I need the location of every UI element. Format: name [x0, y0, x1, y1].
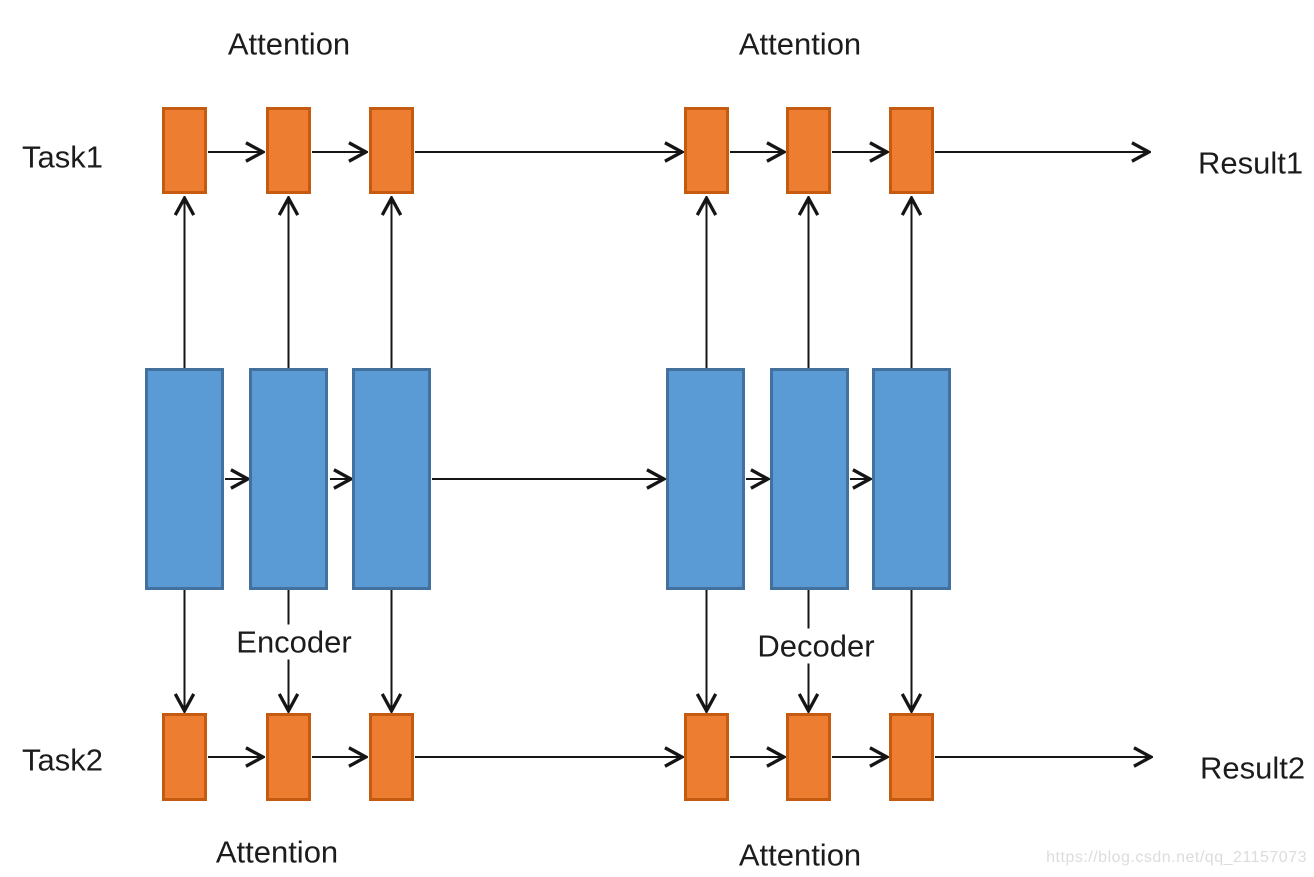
attention-cell-top-2 — [266, 107, 311, 194]
attention-cell-top-3 — [369, 107, 414, 194]
decoder-label: Decoder — [750, 628, 882, 664]
encoder-cell-1 — [145, 368, 224, 590]
task2-label: Task2 — [22, 742, 103, 778]
attention-cell-top-1 — [162, 107, 207, 194]
encoder-label: Encoder — [229, 624, 359, 660]
task1-label: Task1 — [22, 139, 103, 175]
attention-cell-bottom-3 — [369, 713, 414, 801]
attention-label-top-left: Attention — [227, 26, 351, 62]
encoder-cell-3 — [352, 368, 431, 590]
attention-cell-top-4 — [684, 107, 729, 194]
decoder-cell-2 — [770, 368, 849, 590]
result2-label: Result2 — [1200, 750, 1306, 786]
decoder-cell-3 — [872, 368, 951, 590]
attention-cell-bottom-1 — [162, 713, 207, 801]
result1-label: Result1 — [1198, 145, 1304, 181]
encoder-cell-2 — [249, 368, 328, 590]
attention-cell-bottom-5 — [786, 713, 831, 801]
csdn-watermark: https://blog.csdn.net/qq_21157073 — [1046, 849, 1307, 866]
attention-cell-top-6 — [889, 107, 934, 194]
attention-cell-top-5 — [786, 107, 831, 194]
attention-label-top-right: Attention — [738, 26, 862, 62]
attention-label-bottom-right: Attention — [738, 837, 862, 873]
attention-label-bottom-left: Attention — [215, 834, 339, 870]
attention-cell-bottom-2 — [266, 713, 311, 801]
attention-cell-bottom-4 — [684, 713, 729, 801]
decoder-cell-1 — [666, 368, 745, 590]
attention-cell-bottom-6 — [889, 713, 934, 801]
